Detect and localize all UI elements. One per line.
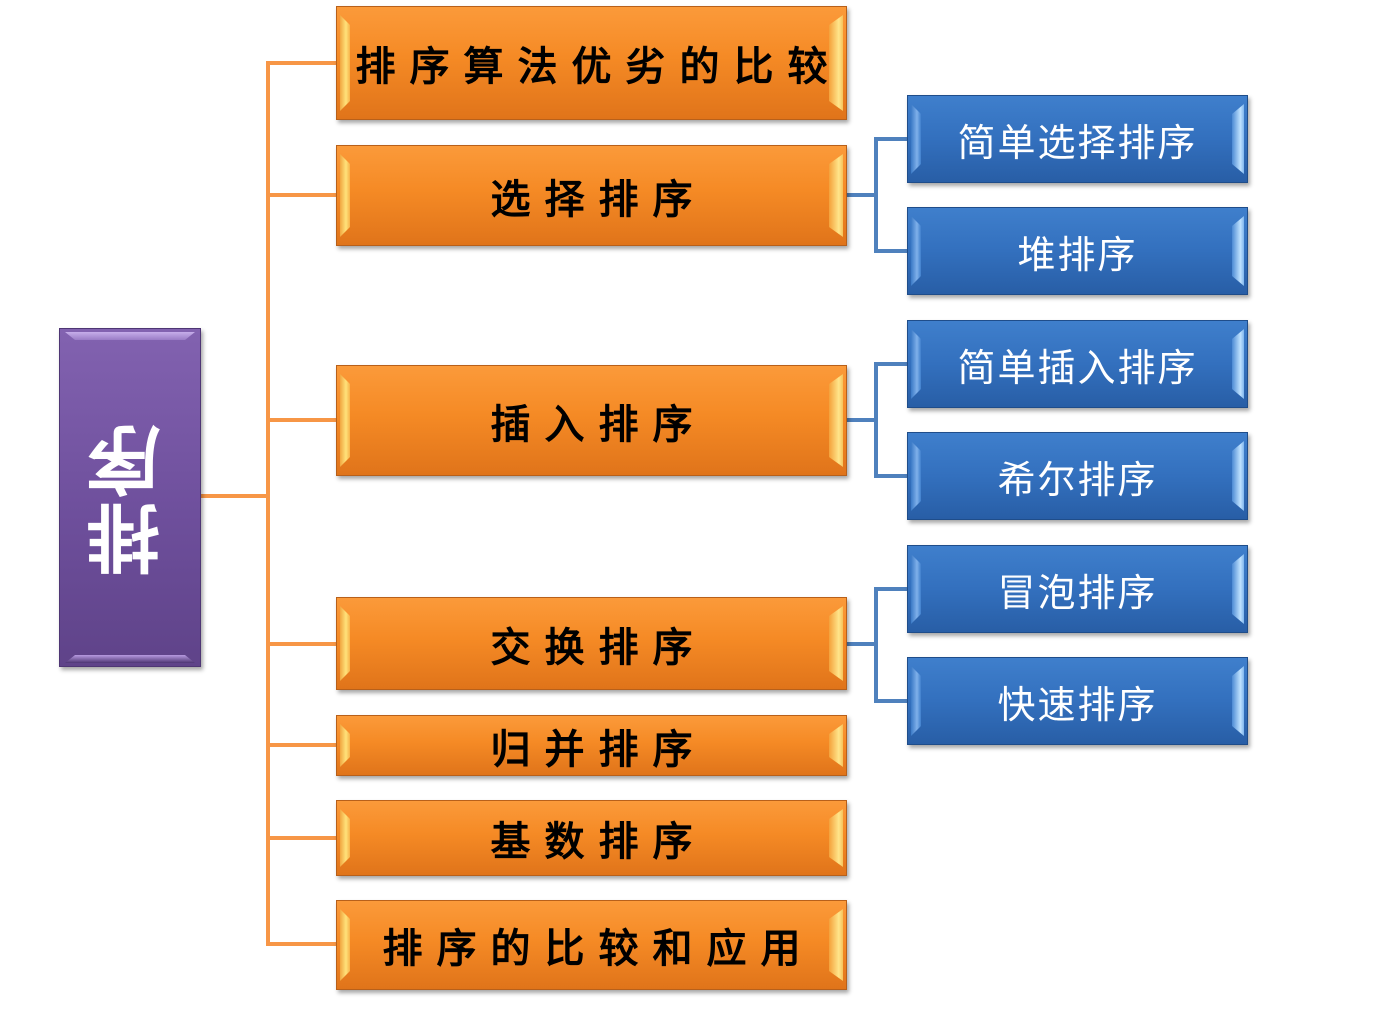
category-label: 选择排序: [490, 175, 707, 223]
sub-connector-insertion-vertical: [874, 362, 878, 478]
sub-connector-selection-2: [874, 249, 907, 253]
category-label: 交换排序: [490, 623, 707, 671]
sub-connector-insertion-stem: [847, 418, 878, 422]
category-label: 基数排序: [490, 818, 707, 865]
sub-connector-exchange-vertical: [874, 587, 878, 703]
sub-connector-selection-vertical: [874, 137, 878, 253]
leaf-node-bubble-sort[interactable]: 冒泡排序: [907, 545, 1248, 633]
sub-connector-selection-stem: [847, 193, 878, 197]
root-label: 排序: [87, 419, 173, 576]
category-node-radix-sort[interactable]: 基数排序: [336, 800, 847, 876]
branch-connector-5: [266, 743, 336, 747]
root-node[interactable]: 排序: [59, 328, 201, 667]
branch-connector-7: [266, 942, 336, 946]
branch-connector-6: [266, 836, 336, 840]
leaf-node-quick-sort[interactable]: 快速排序: [907, 657, 1248, 745]
category-node-comparison-application[interactable]: 排序的比较和应用: [336, 900, 847, 990]
category-node-insertion-sort[interactable]: 插入排序: [336, 365, 847, 476]
sub-connector-exchange-1: [874, 587, 907, 591]
sub-connector-selection-1: [874, 137, 907, 141]
sub-connector-insertion-1: [874, 362, 907, 366]
leaf-label: 快速排序: [997, 682, 1158, 727]
trunk-line: [266, 61, 270, 946]
branch-connector-4: [266, 642, 336, 646]
leaf-node-simple-insertion-sort[interactable]: 简单插入排序: [907, 320, 1248, 408]
category-label: 插入排序: [490, 400, 707, 448]
root-connector: [201, 494, 270, 498]
category-node-exchange-sort[interactable]: 交换排序: [336, 597, 847, 690]
category-label: 排序算法优劣的比较: [355, 43, 842, 90]
category-node-selection-sort[interactable]: 选择排序: [336, 145, 847, 246]
category-label: 归并排序: [490, 725, 707, 773]
leaf-label: 冒泡排序: [997, 570, 1158, 615]
category-node-merge-sort[interactable]: 归并排序: [336, 715, 847, 776]
leaf-label: 希尔排序: [997, 457, 1158, 502]
sub-connector-insertion-2: [874, 474, 907, 478]
leaf-label: 简单选择排序: [957, 120, 1198, 165]
category-node-comparison[interactable]: 排序算法优劣的比较: [336, 6, 847, 120]
leaf-label: 简单插入排序: [957, 345, 1198, 390]
leaf-node-simple-selection-sort[interactable]: 简单选择排序: [907, 95, 1248, 183]
sub-connector-exchange-2: [874, 699, 907, 703]
leaf-label: 堆排序: [1017, 232, 1138, 277]
branch-connector-1: [266, 61, 336, 65]
branch-connector-2: [266, 193, 336, 197]
leaf-node-shell-sort[interactable]: 希尔排序: [907, 432, 1248, 520]
sub-connector-exchange-stem: [847, 642, 878, 646]
branch-connector-3: [266, 418, 336, 422]
category-label: 排序的比较和应用: [382, 925, 815, 972]
leaf-node-heap-sort[interactable]: 堆排序: [907, 207, 1248, 295]
